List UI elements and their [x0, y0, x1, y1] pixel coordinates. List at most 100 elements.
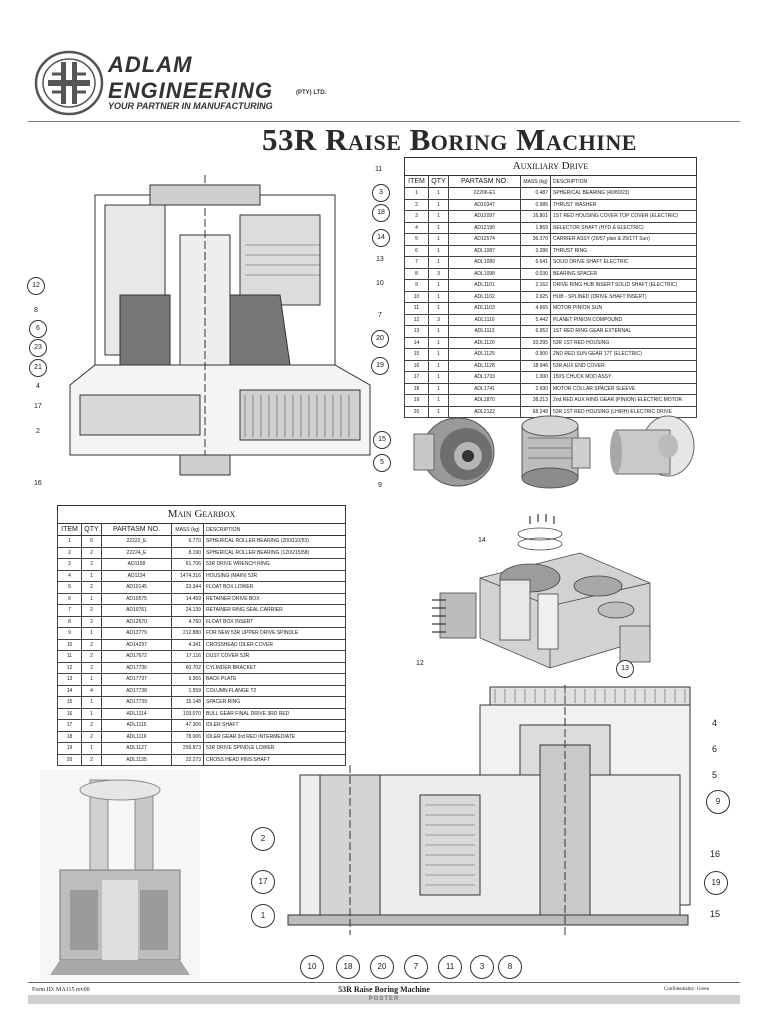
cell-item: 12 — [57, 661, 82, 674]
cell-part-no: 22222_E — [101, 535, 172, 548]
cell-description: CARRIER ASSY (26/57 plan & 29/17T Sun) — [549, 233, 698, 246]
cell-qty: 1 — [428, 336, 449, 349]
footer-divider — [28, 982, 740, 983]
callout-3: 3 — [372, 184, 390, 202]
cell-description: 53R DRIVE SPINDLE LOWER — [202, 742, 347, 755]
cell-part-no: AD12670 — [101, 615, 172, 628]
cell-mass: 1.300 — [520, 371, 551, 384]
main-callout-20: 20 — [370, 955, 394, 979]
cell-qty: 1 — [428, 210, 449, 223]
cell-item: 19 — [57, 742, 82, 755]
cell-description: FOR NEW 53R UPPER DRIVE SPINDLE — [202, 627, 347, 640]
cell-item: 17 — [404, 371, 429, 384]
cell-mass: 2.925 — [520, 290, 551, 303]
cell-qty: 1 — [428, 371, 449, 384]
cell-part-no: ADL1125 — [448, 348, 521, 361]
cell-item: 8 — [57, 615, 82, 628]
callout-10: 10 — [376, 280, 384, 287]
cell-part-no: 22224_E — [101, 546, 172, 559]
column-header-description: DESCRIPTION — [202, 523, 347, 536]
brand-name-line2: ENGINEERING — [108, 78, 274, 103]
cell-mass: 78.006 — [171, 730, 204, 743]
main-gearbox-exploded-view — [432, 514, 651, 669]
cell-item: 20 — [57, 753, 82, 766]
cell-qty: 1 — [81, 592, 102, 605]
cell-item: 11 — [404, 302, 429, 315]
cell-description: THRUST RING — [549, 244, 698, 257]
cell-qty: 2 — [81, 661, 102, 674]
main-callout-15: 15 — [710, 909, 721, 919]
cell-part-no: AD1158 — [101, 558, 172, 571]
cell-mass: 1.559 — [171, 684, 204, 697]
cell-qty: 2 — [81, 730, 102, 743]
column-header-mass: MASS (kg) — [171, 523, 204, 536]
cell-qty: 2 — [81, 546, 102, 559]
cell-item: 17 — [57, 719, 82, 732]
column-header-mass: MASS (kg) — [520, 175, 551, 188]
cell-mass: 61.706 — [171, 558, 204, 571]
brand-name-line1: ADLAM — [108, 52, 193, 77]
cell-part-no: AD17738 — [101, 684, 172, 697]
cell-item: 4 — [57, 569, 82, 582]
callout-23: 23 — [29, 339, 47, 357]
main-callout-6: 6 — [712, 744, 718, 754]
cell-description: SELECTOR SHAFT (HYD & ELECTRIC) — [549, 221, 698, 234]
cell-mass: 0.030 — [520, 267, 551, 280]
cell-part-no: ADL1113 — [448, 325, 521, 338]
cell-mass: 33.344 — [171, 581, 204, 594]
cell-item: 9 — [404, 279, 429, 292]
cell-mass: 14.459 — [171, 592, 204, 605]
cell-part-no: ADL1115 — [101, 719, 172, 732]
cell-qty: 2 — [81, 558, 102, 571]
cell-mass: 17.116 — [171, 650, 204, 663]
column-header-item: ITEM — [57, 523, 82, 536]
cell-part-no: AD12190 — [448, 221, 521, 234]
callout-5: 5 — [373, 454, 391, 472]
brand-suffix: (PTY) LTD. — [296, 90, 327, 96]
cell-item: 18 — [57, 730, 82, 743]
main-callout-18: 18 — [336, 955, 360, 979]
cell-qty: 4 — [81, 684, 102, 697]
cell-description: CYLINDER BRACKET — [202, 661, 347, 674]
main-callout-8: 8 — [498, 955, 522, 979]
cell-mass: 0.487 — [520, 187, 551, 200]
cell-qty: 1 — [81, 569, 102, 582]
cell-item: 19 — [404, 394, 429, 407]
cell-mass: 2.690 — [520, 382, 551, 395]
cell-item: 9 — [57, 627, 82, 640]
cell-qty: 3 — [428, 267, 449, 280]
cell-item: 1 — [404, 187, 429, 200]
cell-item: 13 — [57, 673, 82, 686]
cell-description: 150S CHUCK MOD ASSY — [549, 371, 698, 384]
cell-description: DUST COVER 53R — [202, 650, 347, 663]
cell-qty: 2 — [81, 581, 102, 594]
cell-part-no: ADL1101 — [448, 279, 521, 292]
cell-part-no: ADL1114 — [101, 707, 172, 720]
cell-description: IDLER GEAR 3rd RED INTERMEDIATE — [202, 730, 347, 743]
cell-qty: 1 — [428, 290, 449, 303]
footer-band: POSTER — [28, 995, 740, 1004]
main-gearbox-parts-table: Main Gearbox ITEM QTY PARTASM NO. MASS (… — [56, 505, 347, 766]
footer-form-id: Form ID: MA115 rev00 — [32, 987, 90, 993]
cell-part-no: ADL1128 — [448, 359, 521, 372]
cell-mass: 8.190 — [171, 546, 204, 559]
aux-drive-photo-3 — [610, 415, 695, 477]
auxiliary-drive-parts-table: Auxiliary Drive ITEM QTY PARTASM NO. MAS… — [403, 157, 698, 418]
cell-description: THRUST WASHER — [549, 198, 698, 211]
cell-mass: 22.273 — [171, 753, 204, 766]
cell-item: 12 — [404, 313, 429, 326]
